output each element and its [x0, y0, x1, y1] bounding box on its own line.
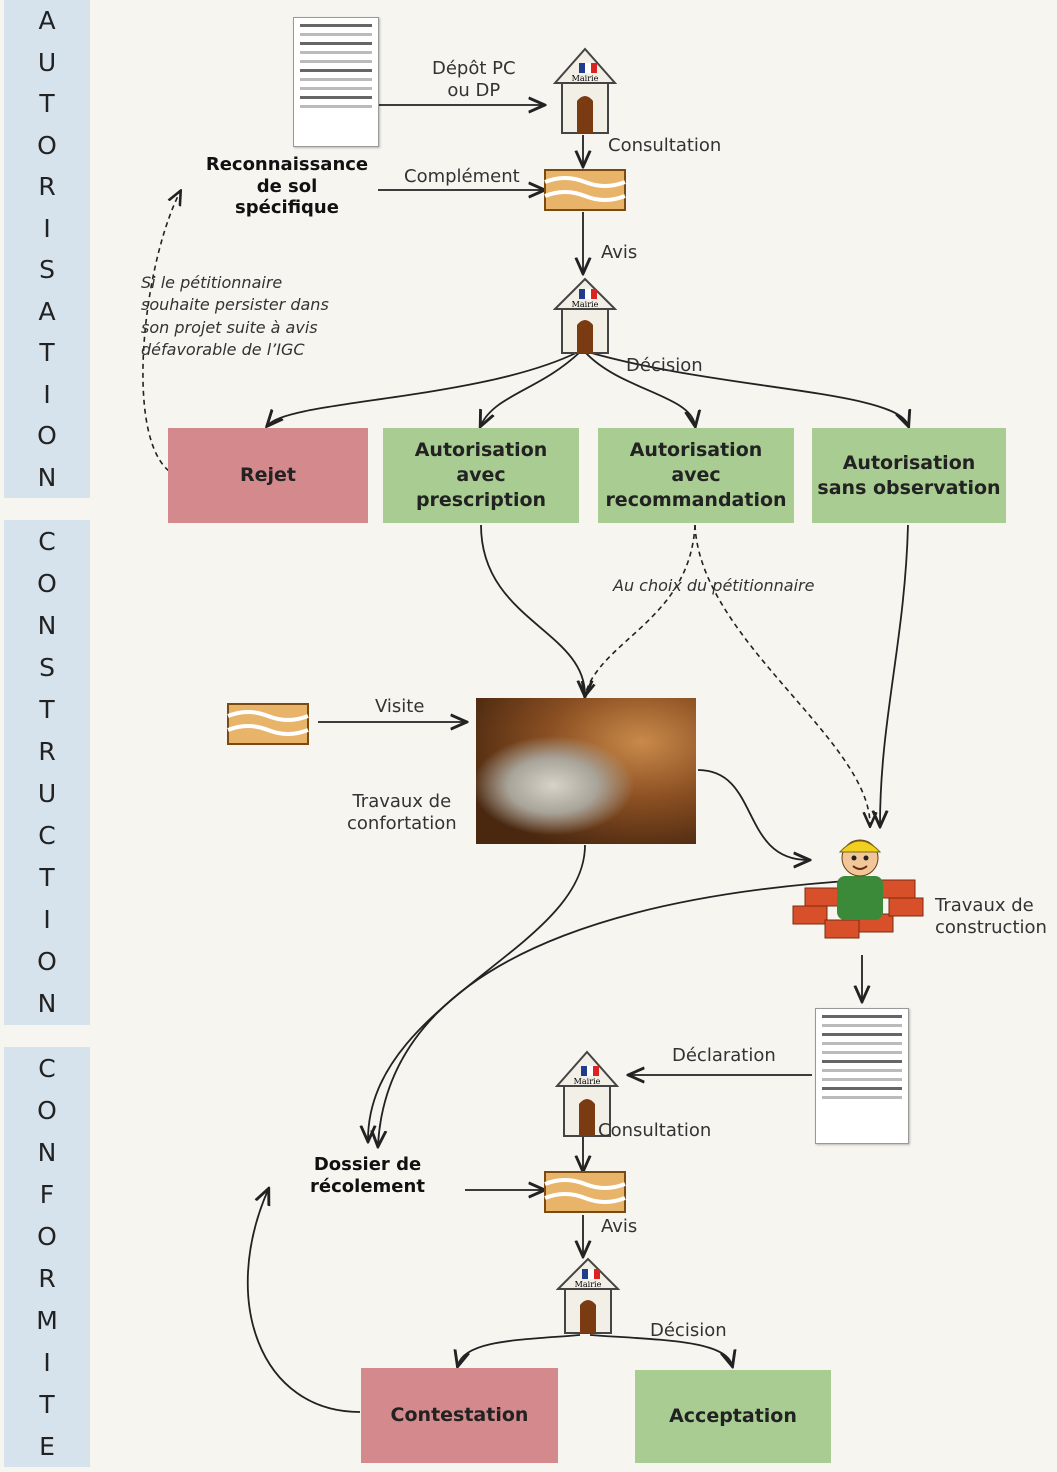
phase-letter: C	[38, 821, 56, 851]
phase-letter: N	[37, 610, 57, 640]
arrow-construction-to-dossier	[378, 879, 863, 1145]
label-complement: Complément	[404, 166, 520, 187]
geology-icon	[544, 169, 626, 211]
construction-worker-icon	[792, 839, 924, 939]
phase-letter: A	[38, 6, 56, 36]
label-persister: Si le pétitionnaire souhaite persister d…	[141, 273, 329, 360]
label-avis: Avis	[601, 242, 638, 263]
phase-letter: A	[38, 296, 56, 326]
label-decision: Décision	[626, 355, 703, 376]
phase-letter: N	[37, 462, 57, 492]
label-dossier-recolement: Dossier de récolement	[310, 1154, 425, 1197]
mairie-icon: Mairie	[553, 277, 617, 354]
phase-letter: I	[43, 379, 51, 409]
label-avis: Avis	[601, 1216, 638, 1237]
arrow-sans-obs-to-construction	[880, 524, 909, 825]
phase-letter: T	[39, 89, 55, 119]
phase-letter: I	[43, 213, 51, 243]
arrow-recommandation	[584, 351, 695, 425]
phase-letter: I	[43, 1347, 51, 1377]
mairie-icon: Mairie	[555, 1050, 619, 1137]
svg-text:Mairie: Mairie	[572, 74, 599, 83]
box-autorisation-recommandation: Autorisation avec recommandation	[598, 428, 794, 523]
label-travaux-confortation: Travaux de confortation	[347, 791, 457, 834]
phase-letter: T	[39, 1389, 55, 1419]
geology-icon	[544, 1171, 626, 1213]
permit-form-icon	[293, 17, 379, 147]
label-reconnaissance: Reconnaissance de sol spécifique	[205, 154, 369, 219]
label-decision: Décision	[650, 1320, 727, 1341]
phase-letter: F	[39, 1179, 55, 1209]
arrow-contestation-loop	[246, 1190, 361, 1413]
phase-letter: C	[38, 1053, 56, 1083]
box-autorisation-prescription: Autorisation avec prescription	[383, 428, 579, 523]
arrow-recommandation-to-work	[585, 524, 696, 695]
label-travaux-construction: Travaux de construction	[935, 895, 1047, 938]
phase-letter: O	[37, 130, 57, 160]
phase-letter: O	[37, 568, 57, 598]
phase-letter: S	[39, 652, 55, 682]
arrow-recommandation-to-construction	[694, 524, 870, 825]
label-depot: Dépôt PC ou DP	[432, 58, 516, 101]
label-visite: Visite	[375, 696, 425, 717]
phase-letter: O	[37, 1221, 57, 1251]
arrow-prescription-to-work	[480, 524, 585, 695]
phase-letter: R	[38, 1263, 56, 1293]
box-rejet: Rejet	[168, 428, 368, 523]
arrow-rejet	[268, 351, 579, 425]
phase-letter: S	[39, 255, 55, 285]
phase-letter: R	[38, 172, 56, 202]
phase-letter: U	[37, 779, 57, 808]
phase-letter: N	[37, 1137, 57, 1167]
arrow-contestation	[458, 1334, 581, 1365]
svg-text:Mairie: Mairie	[574, 1077, 601, 1086]
label-consultation: Consultation	[608, 135, 722, 156]
label-au-choix: Au choix du pétitionnaire	[613, 576, 815, 595]
arrow-work-to-dossier	[368, 844, 586, 1140]
phase-letter: R	[38, 736, 56, 766]
phase-letter: U	[37, 47, 57, 77]
mairie-icon: Mairie	[556, 1257, 620, 1334]
box-autorisation-sans-observation: Autorisation sans observation	[812, 428, 1006, 523]
arrow-confortation-to-construction	[697, 769, 808, 860]
declaration-form-icon	[815, 1008, 909, 1144]
phase-letter: T	[39, 863, 55, 893]
phase-letter: C	[38, 526, 56, 556]
phase-letter: E	[39, 1431, 55, 1461]
box-contestation: Contestation	[361, 1368, 558, 1463]
arrow-acceptation	[589, 1334, 732, 1365]
box-acceptation: Acceptation	[635, 1370, 831, 1463]
phase-letter: N	[37, 989, 57, 1019]
svg-text:Mairie: Mairie	[575, 1280, 602, 1289]
mairie-icon: Mairie	[553, 47, 617, 134]
phase-letter: O	[37, 947, 57, 977]
phase-letter: M	[36, 1305, 58, 1335]
geology-icon	[227, 703, 309, 745]
phase-letter: O	[37, 421, 57, 451]
phase-letter: O	[37, 1095, 57, 1125]
label-declaration: Déclaration	[672, 1045, 776, 1066]
phase-letter: T	[39, 338, 55, 368]
svg-text:Mairie: Mairie	[572, 300, 599, 309]
phase-letter: T	[39, 694, 55, 724]
confortation-photo	[476, 698, 696, 844]
phase-letter: I	[43, 905, 51, 935]
arrow-sans-observation	[587, 351, 908, 425]
arrow-prescription	[481, 351, 581, 425]
label-consultation: Consultation	[598, 1120, 712, 1141]
